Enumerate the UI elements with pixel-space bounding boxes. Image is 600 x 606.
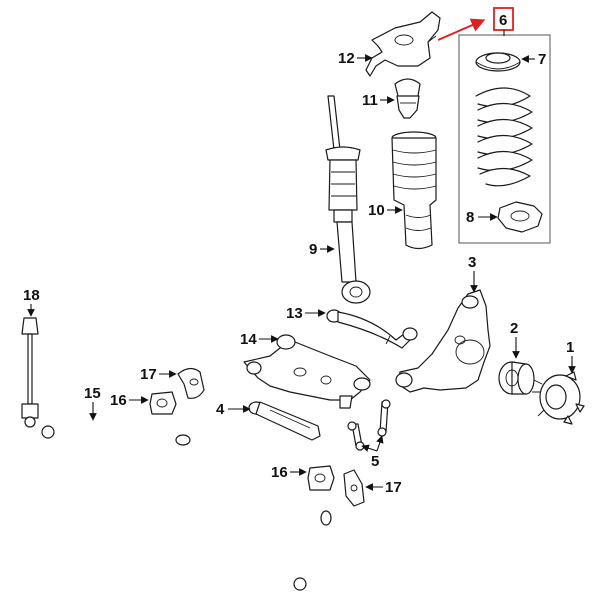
shock-absorber-part-9[interactable] bbox=[325, 95, 371, 304]
upper-mount-bracket-part-12[interactable] bbox=[365, 11, 441, 77]
upper-control-arm-part-13[interactable] bbox=[326, 309, 418, 349]
callout-13[interactable]: 13 bbox=[286, 305, 326, 322]
svg-text:3: 3 bbox=[468, 254, 476, 271]
callout-5[interactable]: 5 bbox=[361, 435, 384, 470]
svg-text:4: 4 bbox=[216, 401, 225, 418]
callout-2[interactable]: 2 bbox=[510, 320, 520, 359]
callout-6-red-arrow bbox=[437, 18, 486, 41]
callout-17-lower[interactable]: 17 bbox=[365, 479, 402, 496]
bump-stop-part-11[interactable] bbox=[394, 78, 421, 119]
callout-11[interactable]: 11 bbox=[362, 92, 395, 109]
svg-text:2: 2 bbox=[510, 320, 518, 337]
stabilizer-links-part-5[interactable] bbox=[347, 399, 391, 451]
svg-text:14: 14 bbox=[240, 331, 257, 348]
svg-text:9: 9 bbox=[309, 241, 317, 258]
callout-15[interactable]: 15 bbox=[84, 385, 101, 421]
svg-text:15: 15 bbox=[84, 385, 101, 402]
bracket-part-17-upper[interactable] bbox=[177, 367, 205, 399]
lower-spring-seat-part-8[interactable] bbox=[497, 201, 543, 233]
wheel-bearing-part-2[interactable] bbox=[498, 361, 535, 395]
bracket-part-17-lower[interactable] bbox=[343, 469, 365, 507]
callout-14[interactable]: 14 bbox=[240, 331, 279, 348]
stabilizer-bar-part-15[interactable] bbox=[41, 418, 344, 591]
callout-4[interactable]: 4 bbox=[216, 401, 251, 418]
coil-spring[interactable] bbox=[475, 87, 533, 187]
callout-8[interactable]: 8 bbox=[466, 209, 498, 226]
svg-text:18: 18 bbox=[23, 287, 40, 304]
svg-text:5: 5 bbox=[371, 453, 379, 470]
callout-6[interactable]: 6 bbox=[437, 7, 514, 41]
svg-text:12: 12 bbox=[338, 50, 355, 67]
dust-boot-part-10[interactable] bbox=[391, 131, 437, 250]
upper-spring-seat-part-7[interactable] bbox=[475, 52, 521, 72]
callout-18[interactable]: 18 bbox=[23, 287, 40, 317]
wheel-hub-part-1[interactable] bbox=[532, 371, 585, 425]
svg-text:16: 16 bbox=[110, 392, 127, 409]
svg-text:7: 7 bbox=[538, 51, 546, 68]
bushing-part-16-upper[interactable] bbox=[149, 391, 177, 415]
callout-16-upper[interactable]: 16 bbox=[110, 392, 149, 409]
svg-text:17: 17 bbox=[140, 366, 157, 383]
svg-text:1: 1 bbox=[566, 339, 574, 356]
svg-text:17: 17 bbox=[385, 479, 402, 496]
knuckle-part-3[interactable] bbox=[395, 289, 491, 393]
callout-1[interactable]: 1 bbox=[566, 339, 576, 374]
callout-10[interactable]: 10 bbox=[368, 202, 403, 219]
svg-text:13: 13 bbox=[286, 305, 303, 322]
svg-text:11: 11 bbox=[362, 92, 378, 109]
callout-16-lower[interactable]: 16 bbox=[271, 464, 307, 481]
svg-text:10: 10 bbox=[368, 202, 385, 219]
callout-12[interactable]: 12 bbox=[338, 50, 373, 67]
bushing-part-16-lower[interactable] bbox=[307, 465, 335, 491]
svg-text:8: 8 bbox=[466, 209, 474, 226]
svg-text:6: 6 bbox=[499, 12, 507, 29]
lower-control-arm-part-14[interactable] bbox=[243, 334, 371, 409]
callout-9[interactable]: 9 bbox=[309, 241, 335, 258]
callout-7[interactable]: 7 bbox=[521, 51, 546, 68]
svg-text:16: 16 bbox=[271, 464, 288, 481]
end-link-part-18[interactable] bbox=[21, 317, 39, 428]
callout-3[interactable]: 3 bbox=[468, 254, 478, 293]
callout-17-upper[interactable]: 17 bbox=[140, 366, 177, 383]
